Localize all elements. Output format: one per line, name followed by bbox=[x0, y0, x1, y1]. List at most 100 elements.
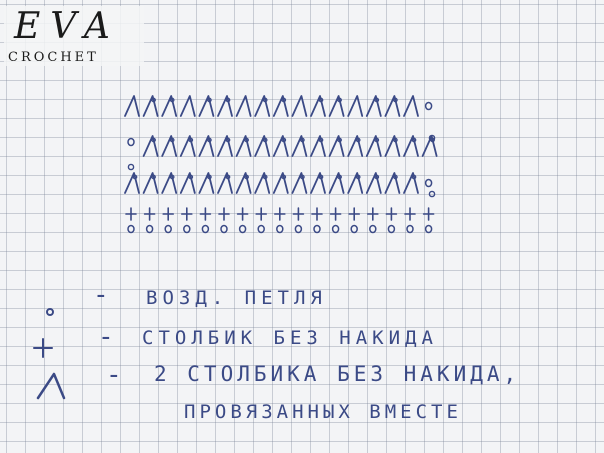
dec-stitch-icon bbox=[198, 172, 215, 194]
sc-stitch-icon bbox=[348, 207, 361, 221]
dec-stitch-icon bbox=[142, 172, 159, 194]
chain-stitch-icon bbox=[369, 224, 377, 234]
dec-stitch-icon bbox=[161, 95, 178, 117]
chain-stitch-icon bbox=[406, 224, 414, 234]
legend-dash: - bbox=[106, 360, 122, 390]
chain-stitch-icon bbox=[238, 224, 247, 234]
chain-stitch-icon bbox=[428, 134, 436, 142]
chain-stitch-icon bbox=[294, 224, 303, 234]
chain-stitch-icon bbox=[164, 224, 172, 234]
dec-stitch-icon bbox=[310, 135, 326, 157]
chain-stitch-icon bbox=[313, 224, 321, 234]
dec-stitch-icon bbox=[291, 172, 308, 194]
dec-stitch-icon bbox=[347, 135, 364, 157]
dec-stitch-icon bbox=[254, 95, 271, 117]
dec-stitch-icon bbox=[235, 172, 252, 194]
dec-stitch-icon bbox=[403, 95, 419, 117]
chain-stitch-icon bbox=[424, 178, 433, 188]
dec-stitch-icon bbox=[217, 95, 233, 117]
dec-stitch-icon bbox=[328, 135, 345, 157]
dec-stitch-icon bbox=[384, 135, 401, 157]
dec-stitch-icon bbox=[365, 95, 382, 117]
sc-stitch-icon bbox=[218, 207, 230, 221]
dec-stitch-icon bbox=[310, 95, 326, 117]
sc-stitch-icon bbox=[422, 207, 435, 221]
chain-stitch-icon bbox=[331, 224, 340, 234]
sc-stitch-icon bbox=[162, 207, 174, 221]
legend-text-dec: 2 СТОЛБИКА БЕЗ НАКИДА, bbox=[154, 362, 521, 386]
dec-stitch-icon bbox=[291, 95, 308, 117]
dec-stitch-icon bbox=[235, 95, 252, 117]
chain-stitch-icon bbox=[201, 224, 210, 234]
dec-stitch-icon bbox=[328, 172, 345, 194]
sc-stitch-icon bbox=[311, 207, 323, 221]
chain-stitch-icon bbox=[145, 224, 154, 234]
dec-stitch-icon bbox=[347, 95, 364, 117]
dec-stitch-icon bbox=[142, 95, 159, 117]
sc-stitch-icon bbox=[199, 207, 212, 221]
dec-stitch-icon bbox=[254, 172, 271, 194]
dec-stitch-icon bbox=[291, 135, 308, 157]
sc-stitch-icon bbox=[385, 207, 398, 221]
chain-stitch-icon bbox=[220, 224, 228, 234]
legend-text-chain: ВОЗД. ПЕТЛЯ bbox=[146, 287, 327, 309]
chain-stitch-icon bbox=[424, 224, 433, 234]
sc-stitch-icon bbox=[292, 207, 305, 221]
chain-stitch-icon bbox=[276, 224, 284, 234]
logo-main-text: EVA bbox=[14, 6, 120, 47]
sc-stitch-icon bbox=[125, 207, 137, 221]
chain-stitch-icon bbox=[127, 163, 135, 171]
sc-stitch-icon bbox=[273, 207, 286, 221]
dec-stitch-icon bbox=[272, 172, 289, 194]
dec-stitch-icon bbox=[198, 135, 215, 157]
sc-stitch-icon bbox=[255, 207, 268, 221]
dec-stitch-icon bbox=[384, 172, 401, 194]
dec-symbol-icon bbox=[36, 372, 66, 400]
chain-stitch-icon bbox=[428, 190, 436, 198]
sc-stitch-icon bbox=[404, 207, 416, 221]
sc-stitch-icon bbox=[181, 207, 193, 221]
dec-stitch-icon bbox=[272, 95, 289, 117]
dec-stitch-icon bbox=[254, 135, 271, 157]
dec-stitch-icon bbox=[124, 172, 140, 194]
legend-text-dec-line2: ПРОВЯЗАННЫХ ВМЕСТЕ bbox=[184, 401, 462, 423]
legend-dash: - bbox=[98, 322, 114, 352]
dec-stitch-icon bbox=[310, 172, 326, 194]
dec-stitch-icon bbox=[179, 172, 196, 194]
chain-stitch-icon bbox=[424, 101, 433, 111]
chain-stitch-icon bbox=[127, 224, 135, 234]
dec-stitch-icon bbox=[161, 135, 178, 157]
chain-stitch-icon bbox=[257, 224, 265, 234]
sc-stitch-icon bbox=[236, 207, 249, 221]
dec-stitch-icon bbox=[124, 95, 140, 117]
dec-stitch-icon bbox=[217, 172, 233, 194]
dec-stitch-icon bbox=[328, 95, 345, 117]
chain-symbol-icon bbox=[46, 308, 54, 316]
legend-text-sc: СТОЛБИК БЕЗ НАКИДА bbox=[142, 327, 438, 349]
sc-stitch-icon bbox=[329, 207, 342, 221]
logo-sub-text: CROCHET bbox=[8, 50, 99, 65]
dec-stitch-icon bbox=[347, 172, 364, 194]
dec-stitch-icon bbox=[217, 135, 233, 157]
logo: EVA CROCHET bbox=[4, 6, 144, 66]
dec-stitch-icon bbox=[198, 95, 215, 117]
chain-stitch-icon bbox=[183, 224, 191, 234]
sc-symbol-icon bbox=[33, 338, 53, 358]
sc-stitch-icon bbox=[366, 207, 379, 221]
legend-dash: - bbox=[93, 280, 109, 310]
chain-stitch-icon bbox=[387, 224, 396, 234]
dec-stitch-icon bbox=[179, 135, 196, 157]
chain-stitch-icon bbox=[127, 137, 135, 147]
dec-stitch-icon bbox=[403, 172, 419, 194]
dec-stitch-icon bbox=[365, 135, 382, 157]
dec-stitch-icon bbox=[384, 95, 401, 117]
dec-stitch-icon bbox=[235, 135, 252, 157]
sc-stitch-icon bbox=[143, 207, 156, 221]
dec-stitch-icon bbox=[142, 135, 159, 157]
chain-stitch-icon bbox=[350, 224, 358, 234]
dec-stitch-icon bbox=[365, 172, 382, 194]
dec-stitch-icon bbox=[403, 135, 419, 157]
dec-stitch-icon bbox=[161, 172, 178, 194]
